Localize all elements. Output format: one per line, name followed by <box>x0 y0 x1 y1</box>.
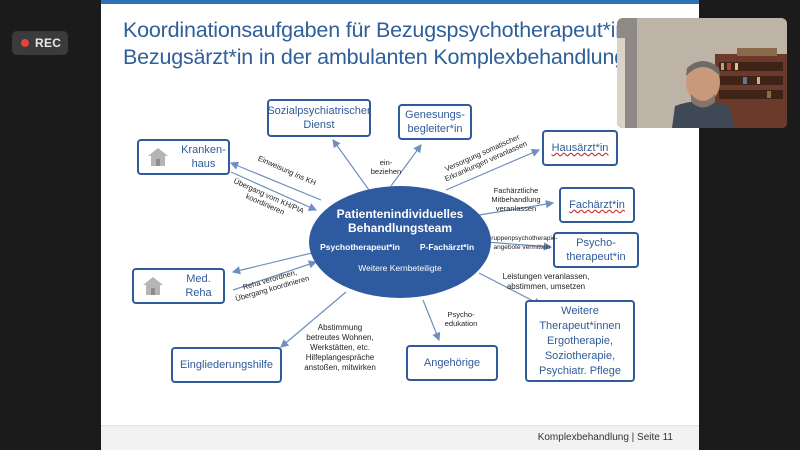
slide-top-bar <box>101 0 699 4</box>
box-krankenhaus-label: Kranken- haus <box>181 144 226 170</box>
arrow-to-weitere <box>478 272 543 306</box>
arrow-to-kranken-a <box>229 161 322 201</box>
box-med-reha: Med. Reha <box>132 268 225 304</box>
arrow-to-facharzt <box>478 200 555 216</box>
arrow-to-angeh <box>422 299 441 342</box>
slide-title: Koordinationsaufgaben für Bezugspsychoth… <box>123 17 643 71</box>
slide-footer-text: Komplexbehandlung | Seite 11 <box>537 432 673 443</box>
center-title: Patientenindividuelles Behandlungsteam <box>336 207 464 235</box>
webcam-scene <box>617 18 787 128</box>
arrow-to-reha-b <box>232 260 318 291</box>
box-krankenhaus: Kranken- haus <box>137 139 230 175</box>
arrow-to-hausarzt <box>445 148 541 191</box>
box-hausarzt-label: Hausärzt*in <box>551 142 609 154</box>
note-gruppen: Gruppenpsychotherapie- angebote vermitte… <box>486 235 558 251</box>
arrow-to-kranken-b <box>230 171 318 211</box>
box-med-reha-label: Med. Reha <box>185 273 212 299</box>
arrow-to-reha-a <box>231 251 317 275</box>
note-fachaerztliche: Fachärztliche Mitbehandlung veranlassen <box>491 186 541 213</box>
arrow-to-genesung <box>390 144 422 187</box>
note-psychoedukation: Psycho- edukation <box>444 310 478 328</box>
note-leistungen: Leistungen veranlassen, abstimmen, umset… <box>502 272 590 291</box>
box-facharzt: Fachärzt*in <box>559 187 635 223</box>
box-sozialpsychiatrischer-dienst: Sozialpsychiatrischer Dienst <box>267 99 371 137</box>
slide-footer: Komplexbehandlung | Seite 11 <box>101 425 699 450</box>
presentation-slide: Koordinationsaufgaben für Bezugspsychoth… <box>101 0 699 450</box>
center-role-psychotherapeut: Psychotherapeut*in <box>320 242 400 252</box>
note-abstimmung: Abstimmung betreutes Wohnen, Werkstätten… <box>304 323 376 372</box>
box-psychotherapeut-label: Psycho- therapeut*in <box>566 237 626 263</box>
box-angehoerige: Angehörige <box>406 345 498 381</box>
box-weitere-therapeuten: Weitere Therapeut*innen Ergotherapie, So… <box>525 300 635 382</box>
recording-label: REC <box>35 36 62 50</box>
box-hausarzt: Hausärzt*in <box>542 130 618 166</box>
record-dot-icon <box>21 39 29 47</box>
house-icon <box>148 148 168 166</box>
box-facharzt-label: Fachärzt*in <box>569 199 625 211</box>
center-role-facharzt: P-Fachärzt*in <box>419 242 475 252</box>
center-subtitle: Weitere Kernbeteiligte <box>358 263 442 273</box>
slide-title-line-2: Bezugsärzt*in in der ambulanten Komplexb… <box>123 45 626 69</box>
slide-title-line-1: Koordinationsaufgaben für Bezugspsychoth… <box>123 18 640 42</box>
note-einbeziehen: ein- beziehen <box>370 158 402 176</box>
recording-indicator[interactable]: REC <box>12 31 68 55</box>
diagram-arrows <box>229 139 555 348</box>
box-eingliederungshilfe: Eingliederungshilfe <box>171 347 282 383</box>
arrow-to-sozial <box>332 139 370 191</box>
arrow-to-psycho <box>485 241 553 251</box>
center-team-ellipse: Patientenindividuelles Behandlungsteam P… <box>309 186 491 298</box>
box-genesungsbegleiter: Genesungs- begleiter*in <box>398 104 472 140</box>
webcam-video[interactable] <box>617 18 787 128</box>
box-psychotherapeut: Psycho- therapeut*in <box>553 232 639 268</box>
house-icon <box>143 277 163 295</box>
arrow-to-eingl <box>280 291 347 348</box>
